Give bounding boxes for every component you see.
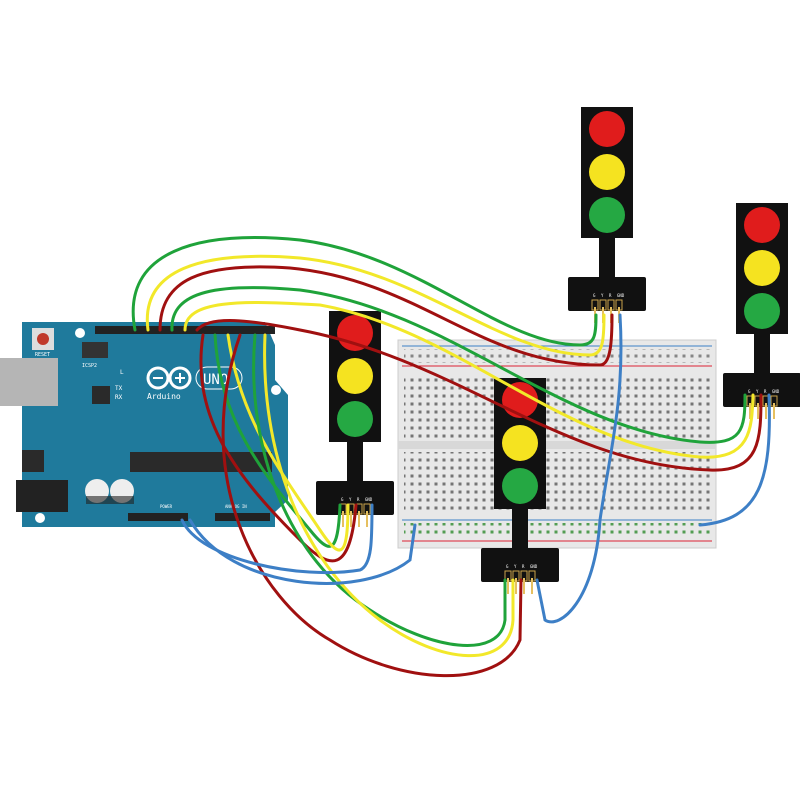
pin-label: Y	[349, 497, 352, 502]
wire-red-tl3[interactable]	[199, 333, 358, 563]
arduino-uno-board: RESET ICSP2 L TX RX Arduino UNO POWER AN…	[0, 322, 288, 527]
wire-blue-gnd-arduino-2[interactable]	[188, 518, 417, 585]
wire-red-tl4[interactable]	[221, 333, 523, 678]
arduino-logo-icon	[146, 366, 192, 390]
power-header	[128, 513, 188, 521]
pin-label: GND	[772, 389, 780, 394]
wire-green-tl2[interactable]	[170, 286, 747, 444]
pin-label: G	[748, 389, 751, 394]
reset-label: RESET	[35, 352, 50, 358]
pin-label: G	[506, 564, 509, 569]
pin-label: Y	[756, 389, 759, 394]
green-lamp-icon	[337, 401, 373, 437]
yellow-lamp-icon	[744, 250, 780, 286]
wire-yellow-tl1[interactable]	[145, 254, 606, 357]
pin-label: G	[593, 293, 596, 298]
rx-label: RX	[115, 394, 123, 401]
wire-green-tl1[interactable]	[131, 236, 598, 347]
arduino-brand: Arduino	[147, 392, 181, 401]
icsp-label: ICSP2	[82, 363, 97, 369]
wire-yellow-tl4[interactable]	[263, 333, 515, 658]
analog-label: ANALOG IN	[225, 504, 247, 509]
analog-header	[215, 513, 270, 521]
pin-label: GND	[617, 293, 625, 298]
usb-port	[0, 358, 58, 406]
pin-label: R	[609, 293, 612, 298]
wire-yellow-tl2[interactable]	[183, 301, 755, 459]
pin-label: R	[357, 497, 360, 502]
pin-label: Y	[601, 293, 604, 298]
wire-yellow-tl3[interactable]	[226, 333, 350, 552]
pin-label: GND	[365, 497, 373, 502]
red-lamp-icon	[589, 111, 625, 147]
pin-label: Y	[514, 564, 517, 569]
wire-blue-gnd-tl2[interactable]	[698, 393, 771, 527]
pin-label: G	[341, 497, 344, 502]
green-lamp-icon	[589, 197, 625, 233]
wire-red-tl1[interactable]	[158, 265, 614, 367]
wires	[131, 236, 771, 678]
breadboard	[397, 339, 717, 549]
yellow-lamp-icon	[502, 425, 538, 461]
red-lamp-icon	[744, 207, 780, 243]
pin-label: R	[522, 564, 525, 569]
red-lamp-icon	[502, 382, 538, 418]
tx-label: TX	[115, 385, 123, 392]
traffic-light-module: G Y R GND	[481, 378, 559, 594]
led-l-label: L	[120, 369, 124, 376]
pin-label: GND	[530, 564, 538, 569]
pin-label: R	[764, 389, 767, 394]
wire-red-tl2[interactable]	[195, 319, 763, 472]
red-lamp-icon	[337, 315, 373, 351]
power-label: POWER	[160, 504, 173, 509]
green-lamp-icon	[502, 468, 538, 504]
icsp-header	[82, 342, 108, 358]
green-lamp-icon	[744, 293, 780, 329]
wire-blue-gnd-tl1[interactable]	[535, 313, 623, 624]
traffic-light-module: G Y R GND	[723, 203, 800, 419]
yellow-lamp-icon	[589, 154, 625, 190]
wire-blue-gnd-arduino[interactable]	[180, 503, 374, 574]
yellow-lamp-icon	[337, 358, 373, 394]
traffic-light-module: G Y R GND	[568, 107, 646, 323]
power-jack	[16, 480, 68, 512]
